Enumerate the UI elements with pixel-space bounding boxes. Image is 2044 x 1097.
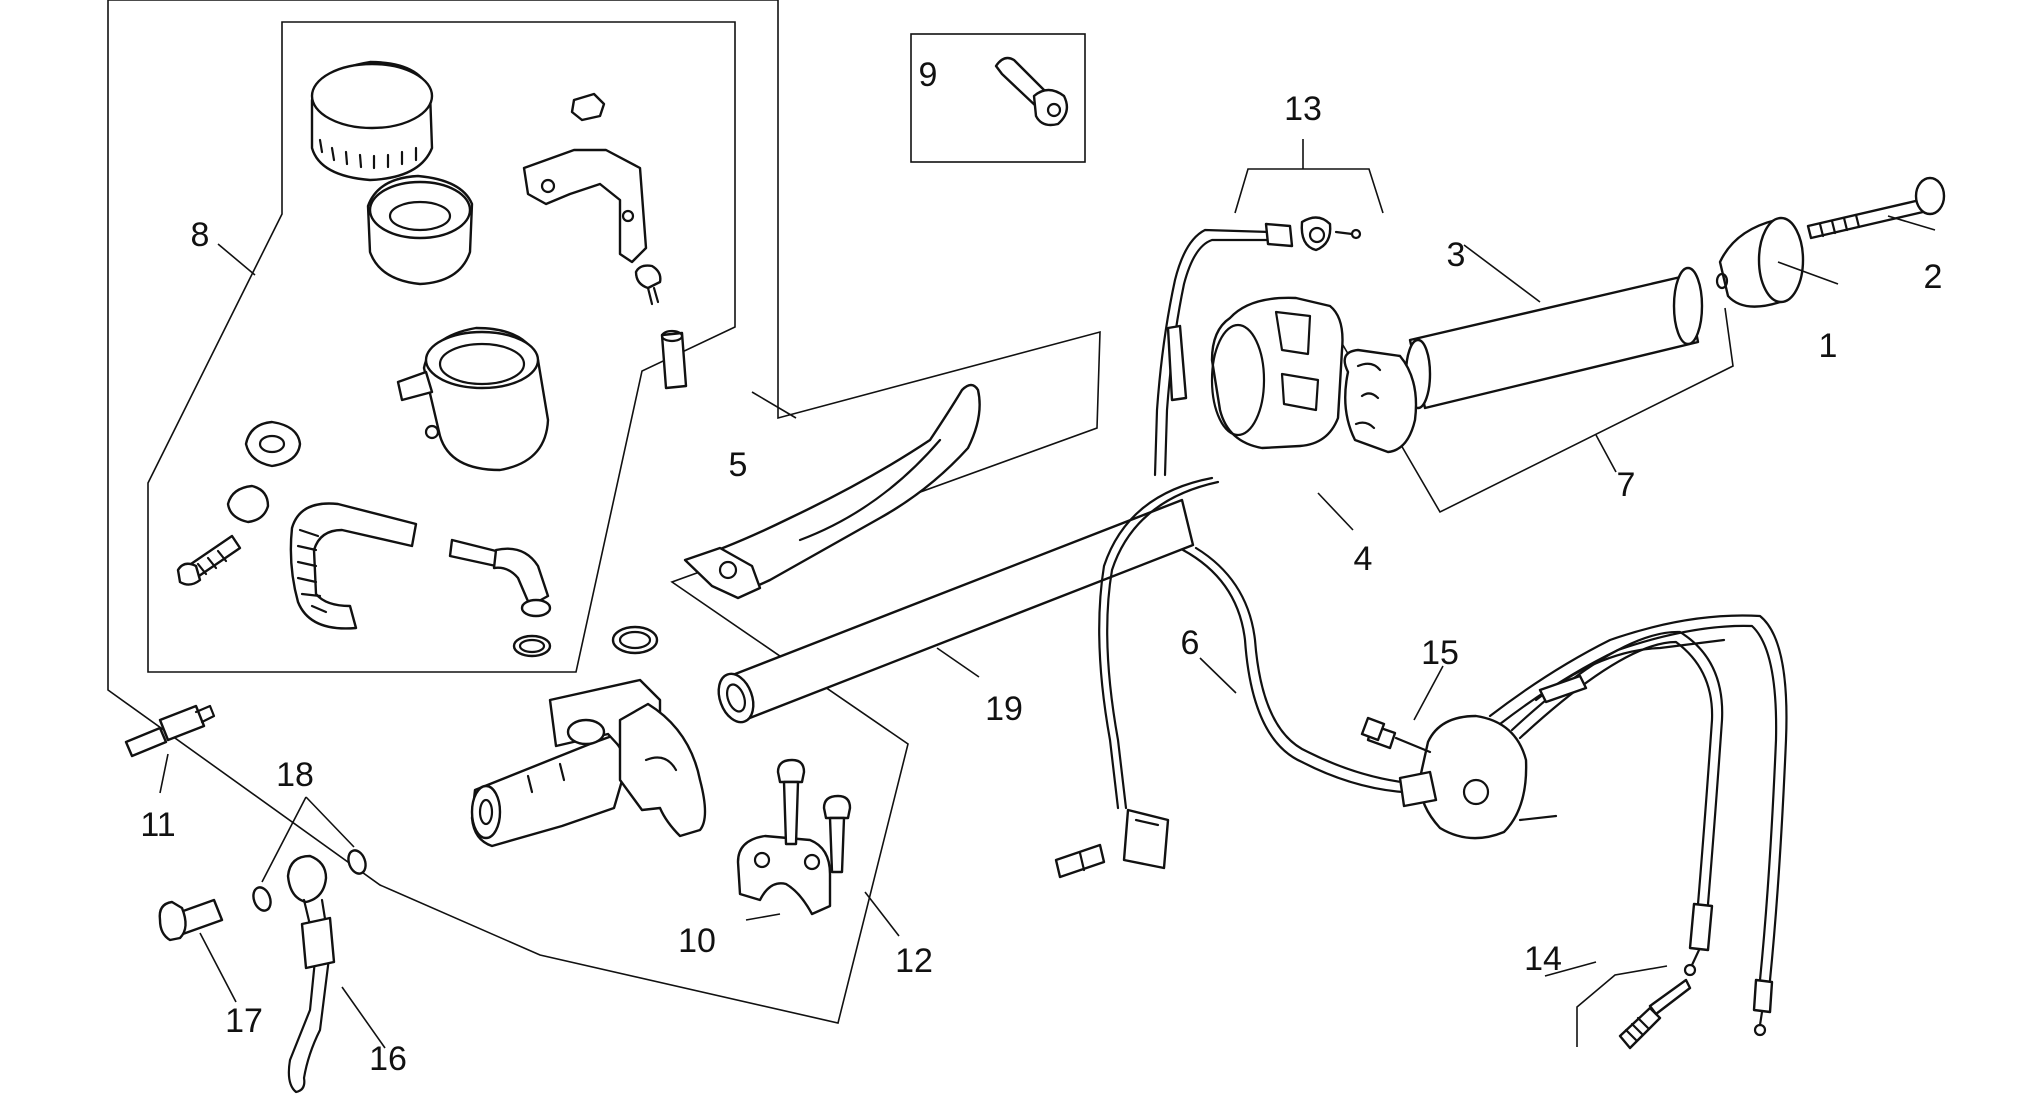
callout-12: 12 xyxy=(895,942,933,980)
callout-19: 19 xyxy=(985,690,1023,728)
bracket-13 xyxy=(1234,168,1384,214)
callout-3: 3 xyxy=(1447,236,1466,274)
reservoir-kit-outline-8 xyxy=(147,21,736,673)
bracket-14 xyxy=(1576,965,1668,1047)
screw-15 xyxy=(1360,716,1386,742)
callout-4: 4 xyxy=(1354,540,1373,578)
callout-8: 8 xyxy=(191,216,210,254)
switch-wiring-harness xyxy=(1054,476,1422,879)
callout-2: 2 xyxy=(1924,258,1943,296)
callout-14: 14 xyxy=(1524,940,1562,978)
leader-lines xyxy=(159,139,1936,1049)
callout-6: 6 xyxy=(1181,624,1200,662)
callout-labels: 1 2 3 4 5 6 7 8 9 10 11 12 13 14 15 16 1… xyxy=(140,56,1942,1078)
callout-10: 10 xyxy=(678,922,716,960)
callout-16: 16 xyxy=(369,1040,407,1078)
o-ring xyxy=(611,625,659,655)
brake-light-switch xyxy=(124,704,216,758)
lever-clamp xyxy=(736,758,852,916)
cable-adjuster xyxy=(1618,978,1692,1050)
throttle-grip xyxy=(1404,266,1704,410)
screw-9 xyxy=(994,56,1069,127)
callout-5: 5 xyxy=(729,446,748,484)
screw-box-9 xyxy=(910,33,1086,163)
callout-17: 17 xyxy=(225,1002,263,1040)
brake-lever xyxy=(660,329,981,600)
throttle-sensor-lead xyxy=(1153,216,1362,477)
callout-15: 15 xyxy=(1421,634,1459,672)
bar-end-screw xyxy=(1806,176,1946,240)
right-switch-housing xyxy=(1210,296,1344,450)
callout-11: 11 xyxy=(140,806,175,844)
callout-13: 13 xyxy=(1284,90,1322,128)
bar-end-weight xyxy=(1715,216,1805,308)
brake-master-cylinder xyxy=(470,678,707,848)
callout-7: 7 xyxy=(1617,466,1636,504)
reservoir-kit-parts xyxy=(176,60,662,658)
throttle-drum xyxy=(1343,348,1418,454)
brake-hose-assembly xyxy=(158,849,367,1094)
callout-18: 18 xyxy=(276,756,314,794)
handlebar-tube xyxy=(717,498,1195,724)
callout-9: 9 xyxy=(919,56,938,94)
throttle-cables xyxy=(1488,614,1788,1037)
callout-1: 1 xyxy=(1819,327,1838,365)
throttle-cable-housing xyxy=(1366,714,1558,840)
